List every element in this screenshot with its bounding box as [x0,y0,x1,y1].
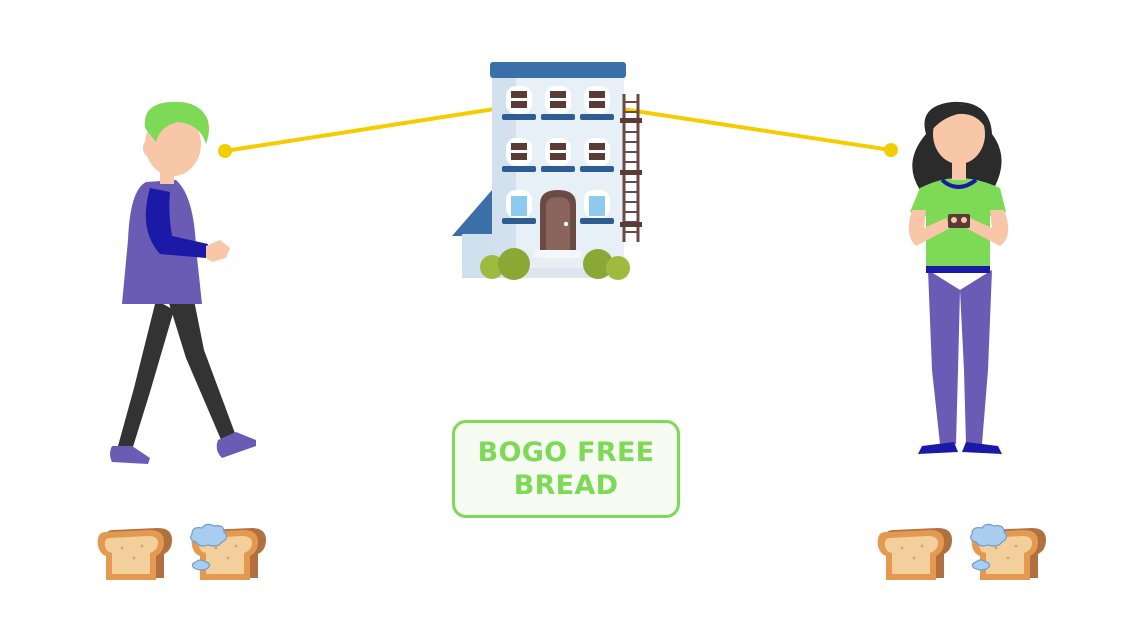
bread-slice-icon [877,528,952,580]
moldy-bread-slice-icon [190,523,266,580]
apartment-building-icon [452,62,642,280]
promo-box: BOGO FREE BREAD [452,420,680,518]
connector-man-building [218,99,521,158]
promo-text: BOGO FREE BREAD [477,437,655,501]
bread-slice-icon [97,528,172,580]
connector-building-woman [595,99,898,157]
moldy-bread-slice-icon [970,523,1046,580]
man-walking-icon [110,101,256,464]
woman-standing-icon [908,101,1009,454]
